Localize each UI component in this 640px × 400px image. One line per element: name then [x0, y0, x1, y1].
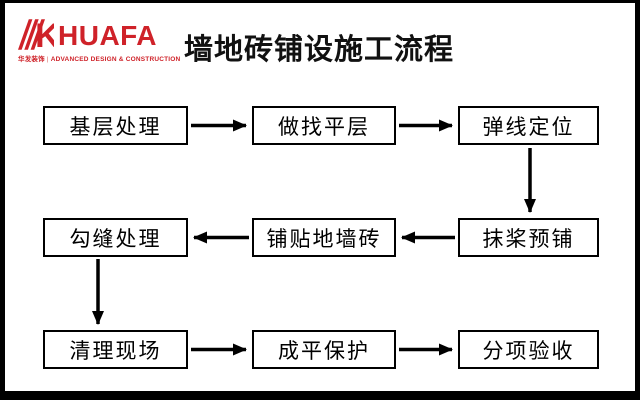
- flow-node-line-marking: 弹线定位: [458, 106, 599, 145]
- brand-tagline: 华发装饰|ADVANCED DESIGN & CONSTRUCTION: [18, 53, 180, 63]
- brand-tagline-separator: |: [46, 56, 49, 63]
- flow-node-grouting: 勾缝处理: [43, 218, 188, 257]
- flow-node-tile-laying: 铺贴地墙砖: [252, 218, 396, 257]
- huafa-k-mark-icon: K: [18, 19, 54, 50]
- flow-node-leveling-layer: 做找平层: [252, 106, 396, 145]
- huafa-logo: K HUAFA 华发装饰|ADVANCED DESIGN & CONSTRUCT…: [18, 19, 180, 63]
- brand-tagline-en: ADVANCED DESIGN & CONSTRUCTION: [50, 56, 181, 63]
- brand-name: HUAFA: [58, 20, 157, 51]
- flow-node-base-treatment: 基层处理: [43, 106, 188, 145]
- flow-node-mortar-prelay: 抹桨预铺: [458, 218, 599, 257]
- flow-node-finished-protection: 成平保护: [252, 330, 396, 369]
- flow-node-site-cleanup: 清理现场: [43, 330, 188, 369]
- brand-tagline-cn: 华发装饰: [18, 56, 45, 63]
- svg-text:K: K: [35, 19, 54, 50]
- page-title: 墙地砖铺设施工流程: [184, 34, 455, 66]
- huafa-logo-row: K HUAFA: [18, 19, 170, 50]
- flow-node-acceptance: 分项验收: [458, 330, 599, 369]
